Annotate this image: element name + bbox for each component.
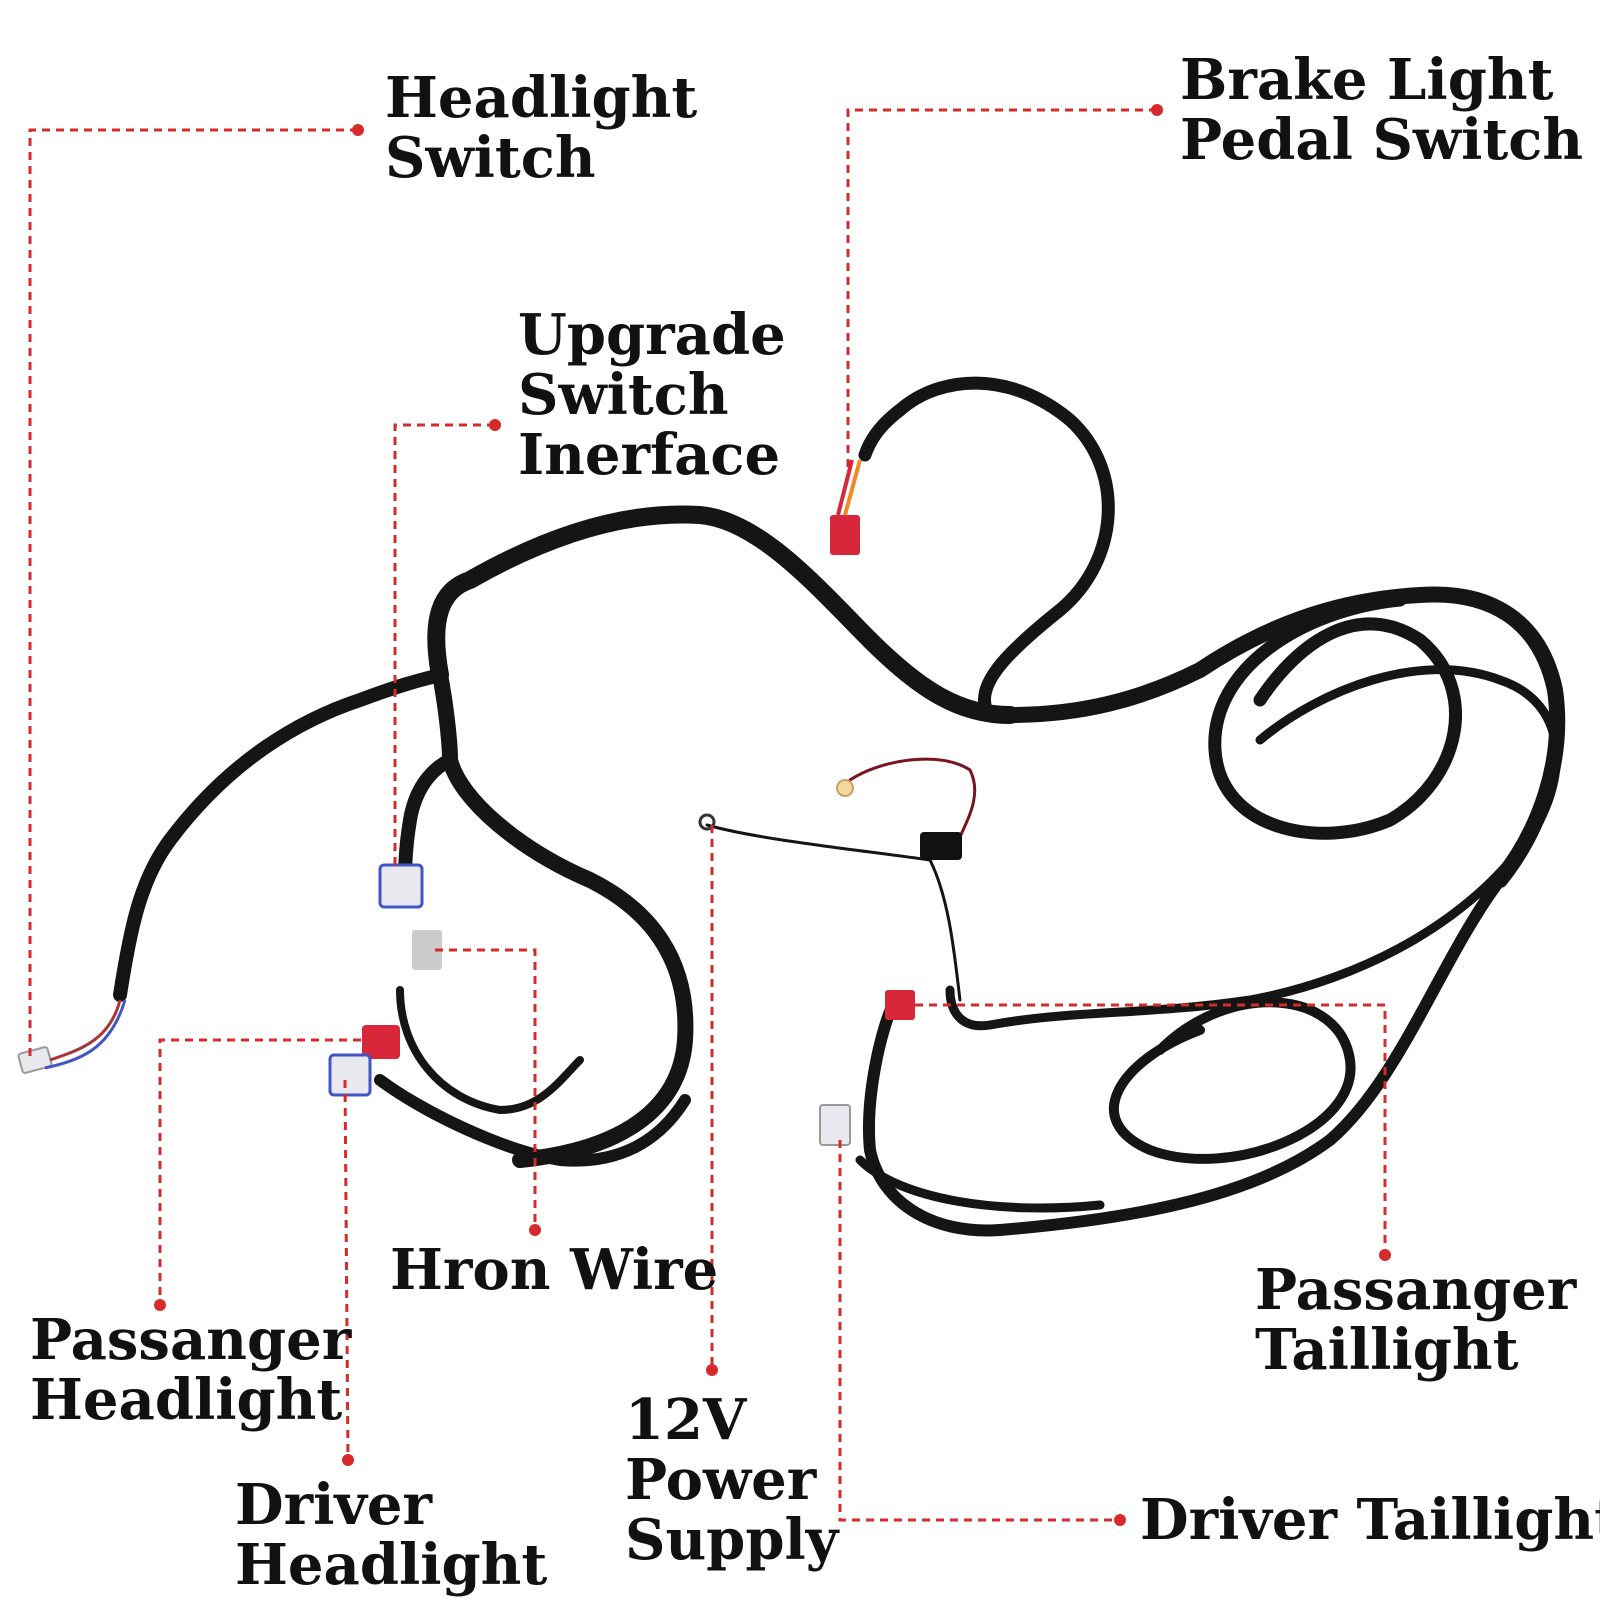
passanger-headlight-connector (362, 1025, 400, 1059)
label-hron-wire: Hron Wire (390, 1237, 719, 1303)
leader-brake-light-pedal-switch (846, 108, 1157, 470)
leader-passanger-taillight (915, 1003, 1387, 1255)
label-passanger-headlight: Passanger Headlight (30, 1307, 352, 1433)
driver-headlight-connector (328, 1053, 372, 1097)
leader-upgrade-switch-interface (393, 423, 495, 870)
leader-hron-wire (435, 948, 537, 1230)
leader-dots (154, 104, 1391, 1526)
leader-driver-headlight (343, 1079, 350, 1461)
label-driver-taillight: Driver Taillight (1140, 1487, 1600, 1553)
label-headlight-switch: Headlight Switch (385, 65, 698, 191)
leader-headlight-switch (28, 128, 358, 1060)
fuse-holder (920, 832, 962, 860)
upgrade-switch-connector (378, 863, 424, 909)
leader-passanger-headlight (158, 1038, 375, 1305)
driver-taillight-connector (819, 1104, 851, 1146)
leader-lines (28, 108, 1387, 1522)
label-upgrade-switch-interface: Upgrade Switch Inerface (518, 302, 786, 488)
horn-wire-terminals (412, 930, 442, 970)
headlight-switch-connector (17, 1046, 53, 1074)
label-passanger-taillight: Passanger Taillight (1255, 1257, 1577, 1383)
leader-driver-taillight (838, 1140, 1120, 1522)
label-driver-headlight: Driver Headlight (235, 1472, 548, 1598)
power-ring-terminal-red (836, 779, 854, 797)
label-brake-light-pedal-switch: Brake Light Pedal Switch (1180, 47, 1584, 173)
label-power-supply: 12V Power Supply (625, 1387, 839, 1573)
power-ring-terminal (698, 813, 716, 831)
wiring-harness (113, 376, 1566, 1237)
passanger-taillight-connector (885, 990, 915, 1020)
brake-switch-terminals (830, 515, 860, 555)
headlight-switch-wires (49, 999, 122, 1062)
connectors (17, 459, 962, 1146)
